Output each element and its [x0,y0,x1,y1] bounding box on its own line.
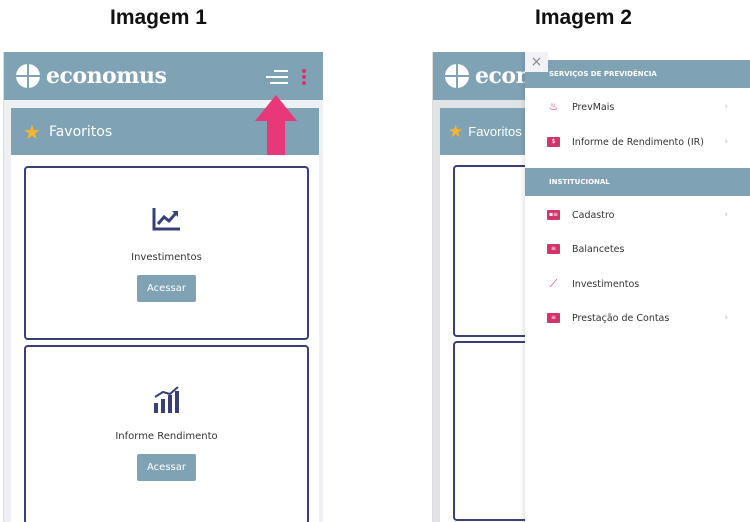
piggy-bank-icon: ♨ [548,100,559,113]
line-chart-icon: ⟋ [549,277,558,290]
logo-text: economus [46,63,167,89]
chevron-right-icon: › [724,313,728,323]
logo: econ [445,63,532,89]
hamburger-menu-icon[interactable] [266,70,288,84]
list-icon: ≡ [547,244,560,254]
chevron-right-icon: › [724,137,728,147]
section-header: SERVIÇOS DE PREVIDÊNCIA [525,60,750,88]
side-menu-drawer: SERVIÇOS DE PREVIDÊNCIA ♨ PrevMais › $ Info… [525,52,750,522]
card-label: Investimentos [131,252,202,263]
caption-left: Imagem 1 [110,6,207,29]
menu-item-investimentos[interactable]: ⟋ Investimentos [525,272,750,296]
more-vertical-icon[interactable] [302,69,306,87]
bar-chart-icon [26,385,307,415]
menu-item-label: Balancetes [572,243,625,255]
favorites-title: Favoritos [48,123,113,140]
access-button[interactable]: Acessar [137,275,196,302]
logo-icon [16,64,40,88]
screenshot-2: econ ★ Favoritos SERVIÇOS DE PREVIDÊNCIA … [432,52,750,522]
menu-item-informe-rendimento[interactable]: $ Informe de Rendimento (IR) › [525,130,750,154]
menu-item-label: Prestação de Contas [572,312,670,324]
close-icon[interactable]: × [525,52,548,72]
menu-item-prestacao-contas[interactable]: ≡ Prestação de Contas › [525,306,750,330]
favorites-title: Favoritos [468,124,522,139]
menu-item-label: Cadastro [572,209,615,221]
logo-text: econ [475,63,532,89]
favorite-card-informe: Informe Rendimento Acessar [24,345,309,522]
menu-item-balancetes[interactable]: ≡ Balancetes [525,237,750,261]
chevron-right-icon: › [724,210,728,220]
logo: economus [16,63,167,89]
line-chart-icon [26,206,307,236]
chevron-right-icon: › [724,102,728,112]
money-bill-icon: $ [547,137,560,147]
menu-item-cadastro[interactable]: ▪≡ Cadastro › [525,203,750,227]
menu-item-prevmais[interactable]: ♨ PrevMais › [525,95,750,119]
card-label: Informe Rendimento [115,431,218,442]
pointer-arrow-icon [255,95,297,155]
list-icon: ≡ [547,313,560,323]
menu-item-label: PrevMais [572,101,615,113]
star-icon: ★ [448,121,464,141]
app-header: economus [4,52,323,100]
star-icon: ★ [23,119,41,144]
favorites-panel: ★ Favoritos Investimentos Acessar Informe… [11,108,319,522]
id-card-icon: ▪≡ [547,210,560,220]
logo-icon [445,64,469,88]
menu-item-label: Investimentos [572,278,640,290]
access-button[interactable]: Acessar [137,454,196,481]
menu-item-label: Informe de Rendimento (IR) [572,136,704,148]
section-header: INSTITUCIONAL [525,168,750,196]
caption-right: Imagem 2 [535,6,632,29]
favorite-card-investimentos: Investimentos Acessar [24,166,309,340]
